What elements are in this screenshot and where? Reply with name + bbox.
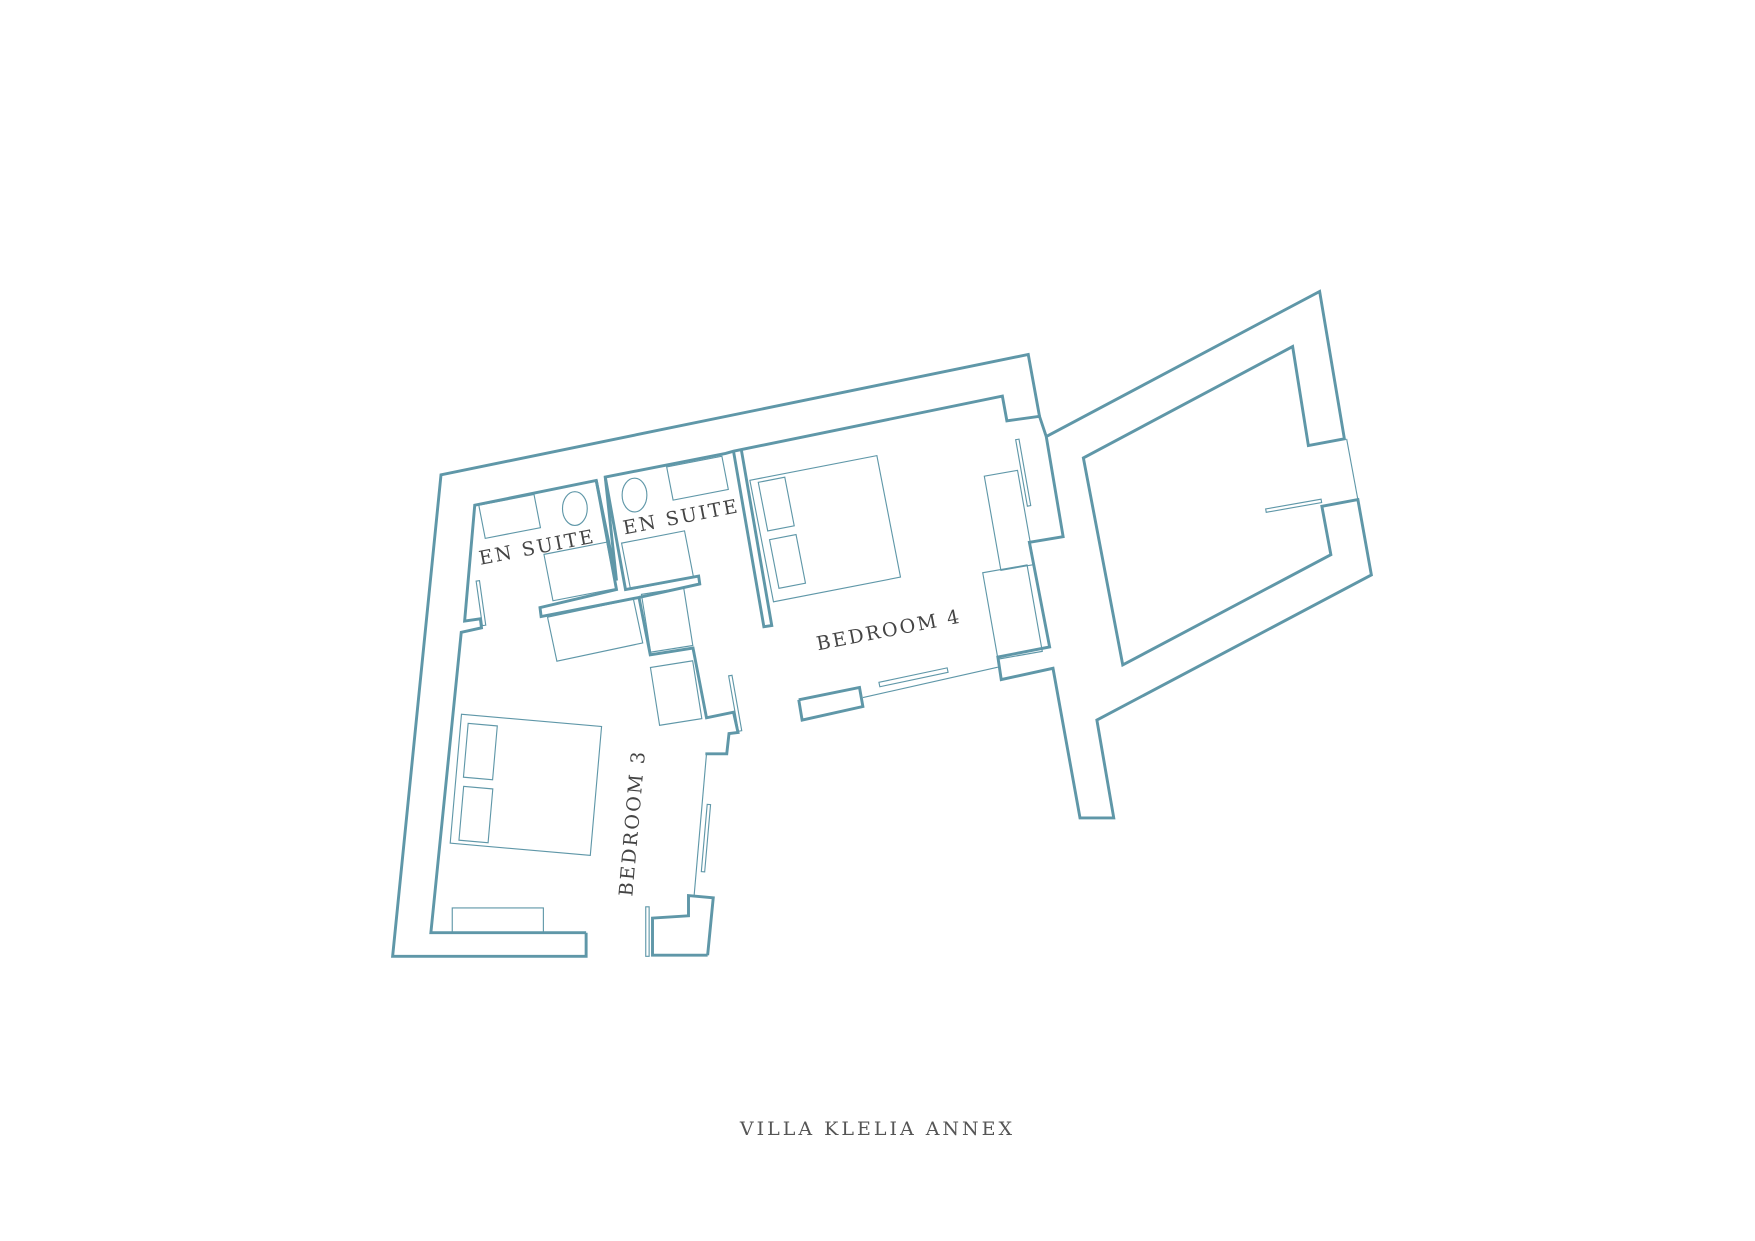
shower: [620, 530, 695, 591]
label-bedroom-3: BEDROOM 3: [614, 749, 650, 898]
door: [727, 674, 743, 732]
bedroom4-wall: [732, 449, 774, 629]
sink: [666, 455, 729, 501]
sink: [478, 493, 542, 540]
label-bedroom-4: BEDROOM 4: [814, 605, 963, 656]
sliding-door: [878, 667, 949, 688]
wc-cubicle: [640, 587, 694, 653]
sliding-door: [1265, 498, 1323, 513]
walls: [391, 289, 1374, 958]
desk: [451, 907, 544, 934]
pillow: [462, 722, 498, 781]
sliding-door: [1015, 438, 1032, 507]
wardrobe: [982, 564, 1043, 660]
label-en-suite-2: EN SUITE: [621, 494, 741, 539]
bed-bedroom-4: [749, 454, 902, 603]
bedroom3-corner-wall: [651, 893, 715, 957]
outer-wall-left-wing: [429, 289, 1374, 935]
pillow: [757, 476, 795, 532]
door: [645, 906, 650, 957]
bed-bedroom-3: [449, 713, 603, 856]
ensuite-divider: [538, 480, 740, 756]
pillow: [768, 533, 807, 589]
furniture: [449, 438, 1323, 957]
shower: [543, 541, 617, 602]
toilet: [561, 491, 588, 526]
window-line: [1346, 438, 1359, 500]
door: [475, 579, 487, 627]
window-line: [862, 666, 998, 699]
wc-cubicle: [649, 660, 703, 726]
bedroom4-front-wall: [797, 685, 865, 722]
pillow: [458, 785, 494, 844]
bench: [546, 598, 644, 662]
outer-wall-main: [391, 352, 1041, 958]
wardrobe: [983, 469, 1035, 572]
label-en-suite-1: EN SUITE: [477, 525, 597, 570]
sliding-door: [700, 803, 712, 873]
plan-title: VILLA KLELIA ANNEX: [739, 1118, 1016, 1140]
toilet: [621, 477, 648, 513]
window-line: [693, 753, 708, 896]
